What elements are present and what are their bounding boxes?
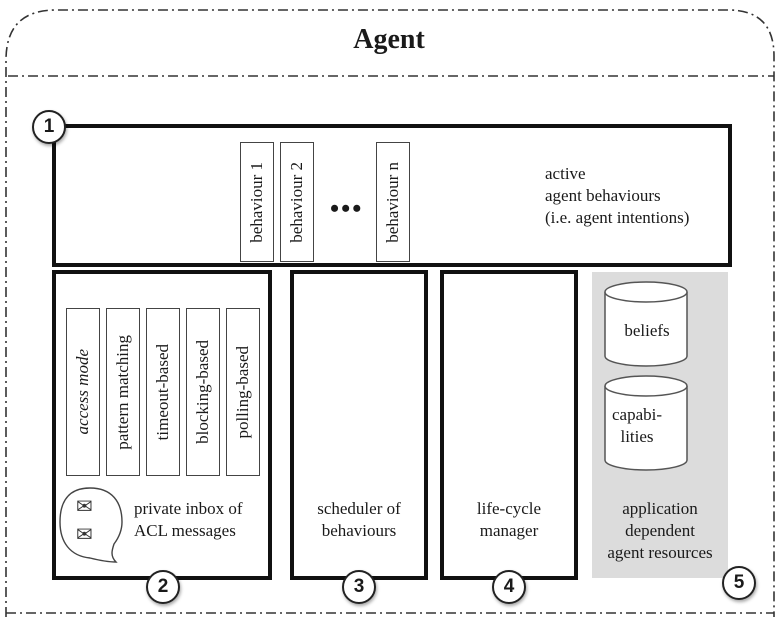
agent-title: Agent [353, 24, 425, 55]
access-mode-polling-based: polling-based [226, 308, 260, 476]
behaviours-description-line-2: agent behaviours [545, 186, 661, 205]
scheduler-label-line-1: scheduler of [317, 499, 401, 518]
access-mode-label: access mode [66, 308, 100, 476]
behaviour-label-1: behaviour 1 [240, 142, 274, 262]
beliefs-cylinder [604, 281, 688, 367]
behaviours-ellipsis: ••• [330, 194, 364, 223]
agent-outer-frame [5, 9, 775, 617]
marker-5: 5 [722, 566, 756, 600]
resources-label-line-2: dependent [625, 521, 695, 540]
inbox-label-line-2: ACL messages [134, 521, 236, 540]
behaviour-label-n: behaviour n [376, 142, 410, 262]
scheduler-label-line-2: behaviours [321, 521, 397, 540]
access-mode-pattern-matching: pattern matching [106, 308, 140, 476]
scheduler-label: scheduler of behaviours [290, 498, 428, 542]
behaviours-description: active agent behaviours (i.e. agent inte… [545, 163, 725, 229]
lifecycle-label: life-cycle manager [440, 498, 578, 542]
resources-label: application dependent agent resources [592, 498, 728, 564]
access-mode-timeout-based: timeout-based [146, 308, 180, 476]
message-bubble [59, 487, 123, 563]
behaviour-label-2: behaviour 2 [280, 142, 314, 262]
envelope-icon: ✉ [76, 524, 93, 546]
capabilities-label-line-1: capabi- [611, 405, 663, 424]
marker-4: 4 [492, 570, 526, 604]
access-mode-blocking-based: blocking-based [186, 308, 220, 476]
marker-1: 1 [32, 110, 66, 144]
marker-2: 2 [146, 570, 180, 604]
capabilities-cylinder [604, 375, 688, 471]
behaviour-label-2-text: behaviour 2 [287, 161, 306, 243]
inbox-label: private inbox of ACL messages [134, 498, 272, 542]
envelope-icon: ✉ [76, 496, 93, 518]
lifecycle-label-line-2: manager [479, 521, 539, 540]
lifecycle-label-line-1: life-cycle [476, 499, 542, 518]
behaviour-label-1-text: behaviour 1 [247, 161, 266, 243]
behaviours-description-line-3: (i.e. agent intentions) [545, 208, 690, 227]
access-mode-timeout-based-text: timeout-based [153, 343, 172, 441]
resources-label-line-1: application [622, 499, 698, 518]
capabilities-label: capabi- lities [602, 404, 672, 448]
inbox-label-line-1: private inbox of [134, 499, 243, 518]
behaviours-description-line-1: active [545, 164, 586, 183]
access-mode-polling-based-text: polling-based [233, 345, 252, 439]
access-mode-label-text: access mode [73, 349, 92, 435]
access-mode-blocking-based-text: blocking-based [193, 340, 212, 444]
behaviour-label-n-text: behaviour n [383, 161, 402, 243]
capabilities-label-line-2: lities [620, 427, 654, 446]
resources-label-line-3: agent resources [607, 543, 713, 562]
marker-3: 3 [342, 570, 376, 604]
beliefs-label: beliefs [624, 321, 670, 340]
access-mode-pattern-matching-text: pattern matching [113, 334, 132, 450]
